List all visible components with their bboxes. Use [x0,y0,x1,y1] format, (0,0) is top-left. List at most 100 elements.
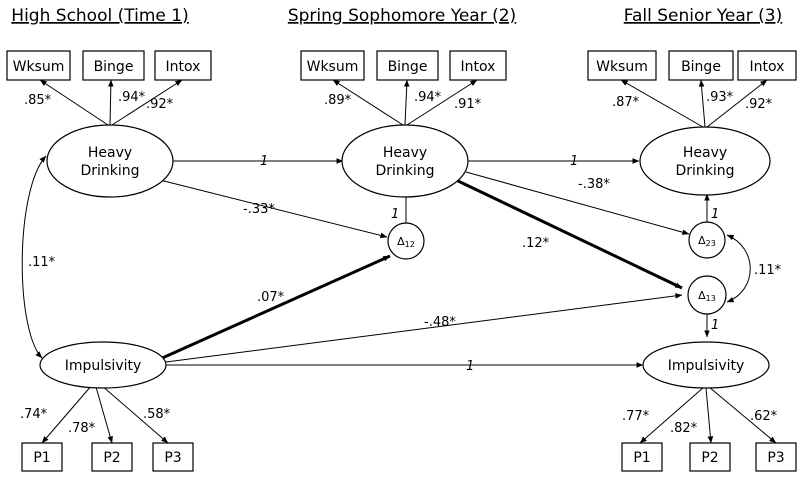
loading-hd2-wksum: .89* [324,93,352,108]
latent-impulsivity-t3-label: Impulsivity [668,358,745,374]
indicator-binge-t1 [82,50,145,81]
loading-hd3-binge: .93* [706,90,734,105]
latent-heavy-drinking-t1-line1: Heavy [88,145,132,161]
delta-13-circle [687,275,727,315]
loading-imp1-p2: .78* [68,421,96,436]
indicator-p1-t1-label: P1 [33,450,50,466]
indicator-p2-t1-label: P2 [103,450,120,466]
indicator-intox-t1-label: Intox [166,59,201,75]
indicator-binge-t2-label: Binge [388,59,428,75]
latent-heavy-drinking-t1 [46,124,174,198]
indicator-intox-t2-label: Intox [461,59,496,75]
coef-imp1-imp3: 1 [466,359,474,374]
edge-hd3-wksum [620,79,704,128]
edge-hd2-wksum [332,79,404,126]
loading-imp1-p1: .74* [20,407,48,422]
coef-hd1-hd2: 1 [260,154,268,169]
loading-imp3-p2: .82* [670,421,698,436]
coef-d12-hd2: 1 [391,207,399,222]
latent-heavy-drinking-t1-line2: Drinking [80,163,139,179]
loading-hd2-intox: .91* [454,97,482,112]
loading-hd1-binge: .94* [118,90,146,105]
edge-imp3-p3 [708,386,777,444]
coef-hd1-d12: -.33* [243,202,275,217]
cov-hd1-imp1 [21,155,47,359]
coef-hd2-d13: .12* [522,236,550,251]
path-hd1-d12 [159,179,388,239]
coef-cov-hd1-imp1: .11* [28,255,56,270]
latent-heavy-drinking-t2-line2: Drinking [375,163,434,179]
indicator-p3-t3-label: P3 [767,450,784,466]
latent-heavy-drinking-t3-line1: Heavy [683,145,727,161]
indicator-p1-t3 [621,442,663,472]
delta-23-label: Δ23 [698,234,716,248]
coef-hd2-d23: -.38* [578,177,610,192]
indicator-p1-t1 [21,442,63,472]
coef-d23-hd3: 1 [711,207,719,222]
path-hd2-d13 [455,178,683,290]
indicator-intox-t2 [449,50,507,81]
latent-heavy-drinking-t2 [341,124,469,198]
edge-hd1-intox [111,79,183,126]
indicator-intox-t3 [737,50,797,81]
indicator-p3-t3 [755,442,797,472]
indicator-p3-t1-label: P3 [164,450,181,466]
indicator-binge-t3-label: Binge [681,59,721,75]
coef-imp1-d12: .07* [257,290,285,305]
indicator-p2-t1 [91,442,133,472]
edge-hd1-wksum [39,79,109,126]
indicator-p3-t1 [152,442,194,472]
path-imp1-d13 [165,293,683,363]
indicator-intox-t1 [154,50,212,81]
indicator-binge-t1-label: Binge [94,59,134,75]
indicator-wksum-t2 [300,50,365,81]
indicator-wksum-t1-label: Wksum [13,59,65,75]
indicator-wksum-t3 [587,50,657,81]
latent-heavy-drinking-t3-line2: Drinking [675,163,734,179]
loading-imp1-p3: .58* [143,407,171,422]
loading-hd1-wksum: .85* [24,93,52,108]
coef-cov-d23-d13: .11* [754,263,782,278]
loading-imp3-p3: .62* [750,409,778,424]
path-hd2-d23 [465,171,690,235]
edge-imp3-p2 [705,387,714,444]
indicator-wksum-t1 [6,50,71,81]
indicator-binge-t2 [376,50,439,81]
edge-hd3-intox [706,79,768,128]
loading-hd1-intox: .92* [146,97,174,112]
cov-d23-d13 [726,234,751,303]
coef-hd2-hd3: 1 [570,154,578,169]
edge-hd2-intox [406,79,478,126]
edge-imp3-p1 [639,386,705,444]
header-time3: Fall Senior Year (3) [624,6,783,26]
indicator-binge-t3 [668,50,734,81]
loading-hd2-binge: .94* [414,90,442,105]
latent-impulsivity-t1-label: Impulsivity [65,358,142,374]
latent-heavy-drinking-t3 [639,126,771,196]
indicator-wksum-t3-label: Wksum [596,59,648,75]
loading-hd3-intox: .92* [745,97,773,112]
loading-imp3-p1: .77* [622,409,650,424]
coef-imp1-d13: -.48* [424,315,456,330]
header-time1: High School (Time 1) [11,6,188,26]
edge-imp1-p1 [41,384,93,444]
indicator-p2-t3-label: P2 [701,450,718,466]
indicator-p2-t3 [689,442,731,472]
indicator-wksum-t2-label: Wksum [307,59,359,75]
loading-hd3-wksum: .87* [612,95,640,110]
coef-d13-imp3: 1 [711,318,719,333]
delta-13-label: Δ13 [698,289,716,303]
edge-hd1-binge [108,79,114,126]
path-imp1-d12 [159,254,391,361]
delta-23-circle [688,221,726,259]
delta-12-circle [387,222,425,260]
edge-hd2-binge [403,79,410,126]
indicator-p1-t3-label: P1 [633,450,650,466]
latent-impulsivity-t1 [39,341,167,389]
edge-hd3-binge [698,79,706,128]
edge-imp1-p3 [100,384,169,444]
indicator-intox-t3-label: Intox [750,59,785,75]
header-time2: Spring Sophomore Year (2) [288,6,516,26]
edge-imp1-p2 [95,386,113,444]
